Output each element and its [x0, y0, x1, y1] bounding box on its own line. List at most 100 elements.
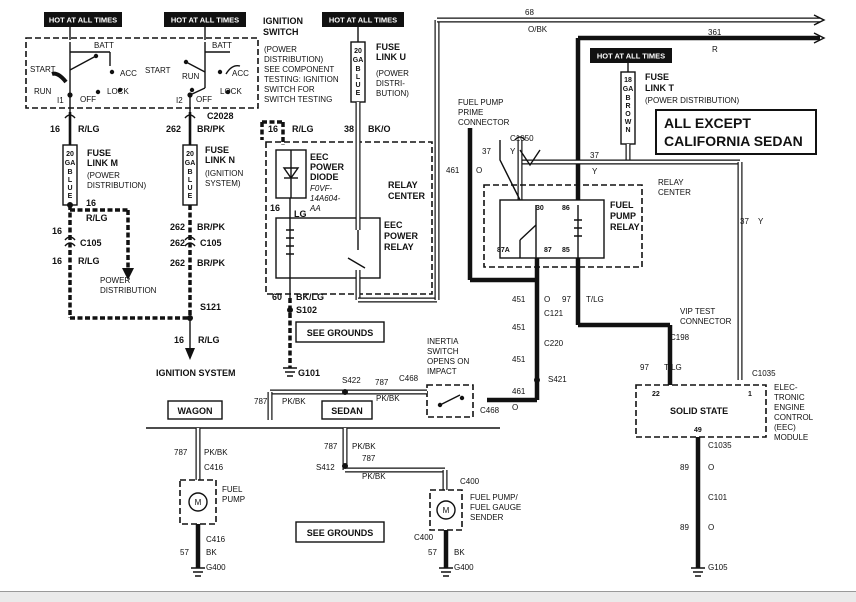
- fuse-link-n: 20 GA B L U E FUSE LINK N (IGNITION SYST…: [182, 112, 243, 206]
- fuse-t-link: LINK T: [645, 83, 674, 93]
- hot-tag-2: HOT AT ALL TIMES: [164, 12, 246, 27]
- wire-16-a: 16: [50, 124, 60, 134]
- vip-1: CONNECTOR: [680, 317, 732, 326]
- inertia-2: OPENS ON: [427, 357, 469, 366]
- pin-87: 87: [544, 247, 552, 254]
- wire-451-b: 451: [512, 323, 526, 332]
- wagon-wire-pkbk: PK/BK: [204, 448, 228, 457]
- batt-label-1: BATT: [94, 41, 114, 50]
- c1035-a-label: C1035: [752, 369, 776, 378]
- fuse-t-title: FUSE: [645, 72, 669, 82]
- c416-b-label: C416: [206, 535, 226, 544]
- wagon-wire-bk: BK: [206, 548, 217, 557]
- eec-relay-2: RELAY: [384, 242, 414, 252]
- fuse-n-note-0: (IGNITION: [205, 169, 243, 178]
- eec-module: VIP TEST CONNECTOR C198 97 T/LG C1035 22…: [635, 307, 814, 577]
- fuse-u-note-2: BUTION): [376, 89, 409, 98]
- wire-o-a: O: [476, 166, 482, 175]
- fuse-m-g2: B: [67, 169, 72, 176]
- wire-37-b: 37: [740, 217, 749, 226]
- ignition-note-4: SWITCH FOR: [264, 85, 315, 94]
- vip-0: VIP TEST: [680, 307, 715, 316]
- wagon-fuel-pump: M 787 PK/BK C416 FUEL PUMP C416 57 BK G4…: [174, 428, 245, 577]
- sedan-label: SEDAN: [331, 406, 363, 416]
- s422-label: S422: [342, 376, 361, 385]
- top-wires: 68 O/BK 361 R: [434, 8, 826, 300]
- wire-tlg-a: T/LG: [586, 295, 604, 304]
- fuse-t-g5: W: [625, 119, 632, 126]
- ignition-title-2: SWITCH: [263, 27, 299, 37]
- inertia-1: SWITCH: [427, 347, 459, 356]
- lock-label-2: LOCK: [220, 87, 242, 96]
- sedan-motor: M: [443, 506, 450, 515]
- ignition-note-1: DISTRIBUTION): [264, 55, 323, 64]
- i1-label: I1: [57, 96, 64, 105]
- wire-361: 361: [708, 28, 722, 37]
- eec-wire-bko: BK/O: [368, 124, 391, 134]
- eec-relay-0: EEC: [384, 220, 403, 230]
- wire-r: R: [712, 45, 718, 54]
- pin-49: 49: [694, 427, 702, 434]
- g105-label: G105: [708, 563, 728, 572]
- ignition-note-5: SWITCH TESTING: [264, 95, 332, 104]
- fuel-relay-2: RELAY: [610, 222, 640, 232]
- wire-787-a: 787: [375, 378, 389, 387]
- wire-461-b: 461: [512, 387, 526, 396]
- fuse-u-g4: U: [355, 82, 360, 89]
- pin-22: 22: [652, 391, 660, 398]
- wagon-g400: G400: [206, 563, 226, 572]
- diode-0: EEC: [310, 152, 329, 162]
- eec-wire-89-b: 89: [680, 523, 689, 532]
- wire-16-c: 16: [52, 226, 62, 236]
- off-label-2: OFF: [196, 95, 212, 104]
- c101-label: C101: [708, 493, 728, 502]
- wire-37-a: 37: [482, 147, 491, 156]
- wire-97: 97: [562, 295, 571, 304]
- eec-wire-38: 38: [344, 124, 354, 134]
- sedan-pump-1: FUEL GAUGE: [470, 503, 521, 512]
- fuse-u-g3: L: [356, 74, 361, 81]
- c400-b-label: C400: [414, 533, 434, 542]
- fuel-center-1: CENTER: [658, 188, 691, 197]
- wire-262-b: 262: [170, 222, 185, 232]
- wire-rlg-c: R/LG: [78, 256, 100, 266]
- eec-wire-89-a: 89: [680, 463, 689, 472]
- left-wiring: 16 R/LG 16 R/LG 16 C105 16 R/LG POWER DI…: [50, 114, 236, 378]
- fuse-u-g0: 20: [354, 48, 362, 55]
- fuse-n-note-1: SYSTEM): [205, 179, 241, 188]
- wire-o-b: O: [544, 295, 550, 304]
- eec-wire-bklg: BK/LG: [296, 292, 324, 302]
- fuse-m-g5: E: [68, 193, 73, 200]
- eec-label-5: MODULE: [774, 433, 808, 442]
- c198-label: C198: [670, 333, 690, 342]
- eec-label-3: CONTROL: [774, 413, 814, 422]
- hot-tag-4: HOT AT ALL TIMES: [590, 48, 672, 63]
- c121-label: C121: [544, 309, 564, 318]
- relay-center-1: CENTER: [388, 191, 426, 201]
- fuel-relay-0: FUEL: [610, 200, 634, 210]
- prime-2: CONNECTOR: [458, 118, 510, 127]
- ignition-title: IGNITION: [263, 16, 303, 26]
- fuse-n-link: LINK N: [205, 155, 235, 165]
- eec-wire-16: 16: [268, 124, 278, 134]
- diode-1: POWER: [310, 162, 345, 172]
- sedan-wire-787-a: 787: [324, 442, 338, 451]
- batt-label-2: BATT: [212, 41, 232, 50]
- fuse-u-note-0: (POWER: [376, 69, 409, 78]
- sedan-wire-pkbk-b: PK/BK: [362, 472, 386, 481]
- sedan-wire-pkbk-a: PK/BK: [352, 442, 376, 451]
- diode-4: 14A604-: [310, 194, 341, 203]
- c105-a-label: C105: [80, 238, 102, 248]
- c416-a-label: C416: [204, 463, 224, 472]
- fuse-n-g3: L: [188, 177, 193, 184]
- c105-b-label: C105: [200, 238, 222, 248]
- wire-262-d: 262: [170, 258, 185, 268]
- eec-wire-60: 60: [272, 292, 282, 302]
- wire-262-c: 262: [170, 238, 185, 248]
- c220-label: C220: [544, 339, 564, 348]
- fuse-u-link: LINK U: [376, 52, 406, 62]
- acc-label-2: ACC: [232, 69, 249, 78]
- solid-state: SOLID STATE: [670, 406, 728, 416]
- i2-label: I2: [176, 96, 183, 105]
